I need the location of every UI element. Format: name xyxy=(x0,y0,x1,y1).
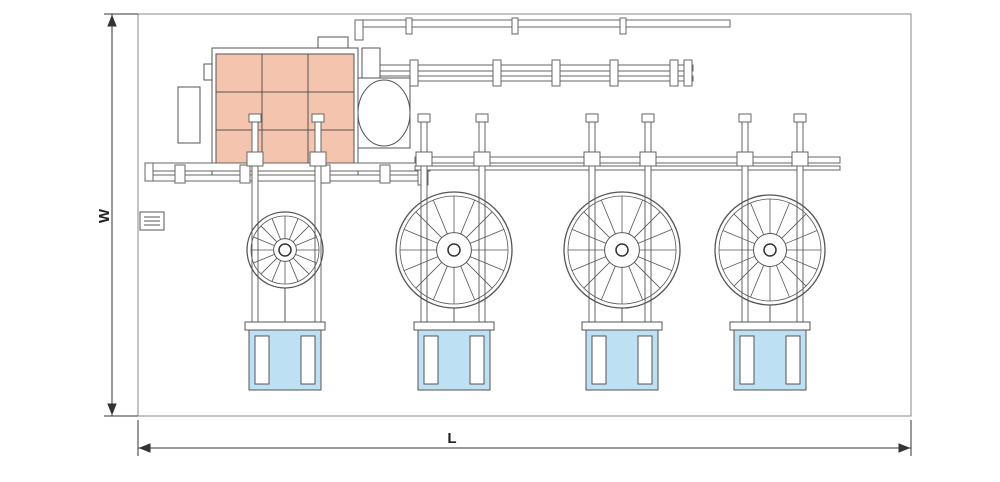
length-dimension xyxy=(137,420,912,456)
post-cap xyxy=(417,113,431,123)
post-cap xyxy=(311,113,325,123)
length-label: L xyxy=(447,430,456,447)
reel-station-2 xyxy=(395,113,513,391)
motor-base xyxy=(729,305,811,391)
width-dimension xyxy=(104,13,138,417)
frame-post xyxy=(644,115,652,325)
post-clamp xyxy=(246,151,264,167)
upper-cross-rail xyxy=(374,59,694,87)
reel-stations xyxy=(244,113,826,391)
frame-post xyxy=(251,115,259,325)
post-cap xyxy=(475,113,489,123)
reel xyxy=(395,191,513,309)
post-cap xyxy=(585,113,599,123)
post-clamp xyxy=(309,151,327,167)
horizontal-beam xyxy=(414,156,841,171)
post-clamp xyxy=(415,151,433,167)
floor-outline xyxy=(137,13,912,417)
reel xyxy=(714,194,826,306)
main-cabinet xyxy=(177,36,411,177)
post-clamp xyxy=(736,151,754,167)
reel-station-1 xyxy=(244,113,327,391)
post-cap xyxy=(738,113,752,123)
post-clamp xyxy=(473,151,491,167)
frame-post xyxy=(314,115,322,325)
post-clamp xyxy=(791,151,809,167)
motor-base xyxy=(581,308,663,391)
reel-station-3 xyxy=(563,113,681,391)
top-rail xyxy=(354,17,731,41)
motor-base xyxy=(244,288,326,391)
post-cap xyxy=(248,113,262,123)
reel-station-4 xyxy=(714,113,826,391)
width-label: W xyxy=(96,208,113,223)
reel xyxy=(563,191,681,309)
post-clamp xyxy=(583,151,601,167)
post-cap xyxy=(641,113,655,123)
post-clamp xyxy=(639,151,657,167)
reel xyxy=(246,211,324,289)
post-cap xyxy=(793,113,807,123)
control-box xyxy=(139,211,165,231)
motor-base xyxy=(413,308,495,391)
